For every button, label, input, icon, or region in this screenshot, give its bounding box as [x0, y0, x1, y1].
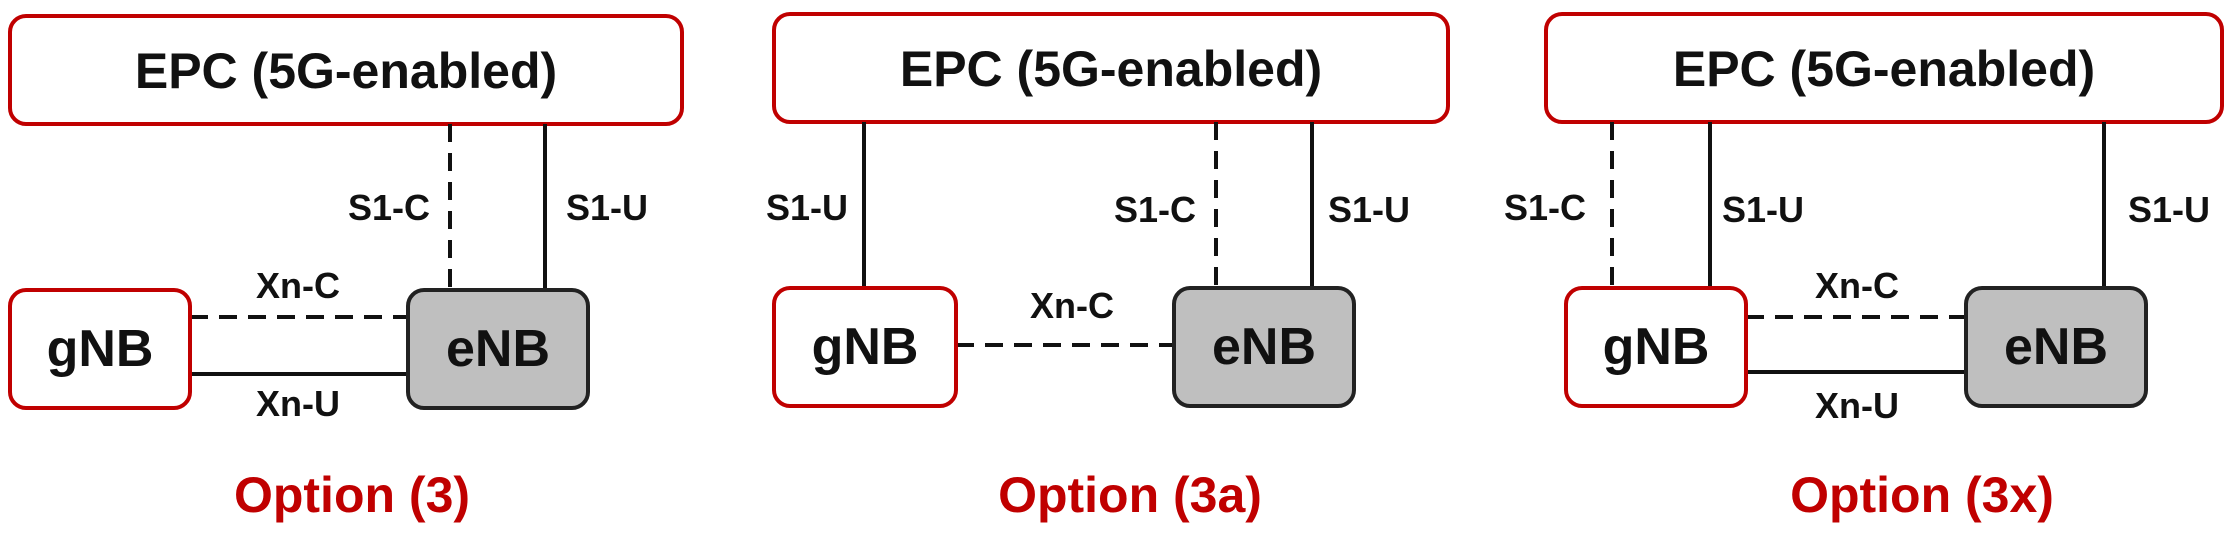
option-3a-epc-label: EPC (5G-enabled)	[900, 41, 1322, 97]
option-3-epc-box	[8, 14, 684, 126]
option-3a-enb-box	[1172, 286, 1356, 408]
option-3x-s1u-gnb-label: S1-U	[1722, 189, 1804, 230]
option-3x-s1c-label: S1-C	[1504, 187, 1586, 228]
option-3x-epc-box	[1544, 12, 2224, 124]
option-3-caption: Option (3)	[234, 467, 470, 523]
option-3a-gnb-box	[772, 286, 958, 408]
option-3-epc-label: EPC (5G-enabled)	[135, 43, 557, 99]
option-3a-epc-box	[772, 12, 1450, 124]
option-3-enb-box	[406, 288, 590, 410]
option-3x-xnu-label: Xn-U	[1815, 385, 1899, 426]
option-3x-enb-box	[1964, 286, 2148, 408]
option-3x-caption: Option (3x)	[1790, 467, 2054, 523]
option-3-gnb-label: gNB	[47, 320, 154, 378]
option-3x-gnb-label: gNB	[1603, 318, 1710, 376]
option-3a-gnb-label: gNB	[812, 318, 919, 376]
option-3-xnc-label: Xn-C	[256, 265, 340, 306]
option-3a-xnc-label: Xn-C	[1030, 285, 1114, 326]
option-3x-panel: EPC (5G-enabled) S1-C S1-U S1-U Xn-C Xn-…	[1504, 12, 2224, 523]
option-3a-enb-label: eNB	[1212, 318, 1316, 376]
option-3-xnu-label: Xn-U	[256, 383, 340, 424]
option-3-s1u-label: S1-U	[566, 187, 648, 228]
option-3a-s1u-gnb-label: S1-U	[766, 187, 848, 228]
option-3a-caption: Option (3a)	[998, 467, 1262, 523]
option-3x-epc-label: EPC (5G-enabled)	[1673, 41, 2095, 97]
option-3a-s1u-enb-label: S1-U	[1328, 189, 1410, 230]
option-3x-gnb-box	[1564, 286, 1748, 408]
option-3x-xnc-label: Xn-C	[1815, 265, 1899, 306]
option-3a-panel: EPC (5G-enabled) S1-U S1-C S1-U Xn-C gNB…	[766, 12, 1450, 523]
option-3-panel: EPC (5G-enabled) S1-C S1-U Xn-C Xn-U gNB…	[8, 14, 684, 523]
option-3x-enb-label: eNB	[2004, 318, 2108, 376]
option-3-s1c-label: S1-C	[348, 187, 430, 228]
option-3a-s1c-label: S1-C	[1114, 189, 1196, 230]
option-3x-s1u-enb-label: S1-U	[2128, 189, 2210, 230]
option-3-gnb-box	[8, 288, 192, 410]
option-3-enb-label: eNB	[446, 320, 550, 378]
